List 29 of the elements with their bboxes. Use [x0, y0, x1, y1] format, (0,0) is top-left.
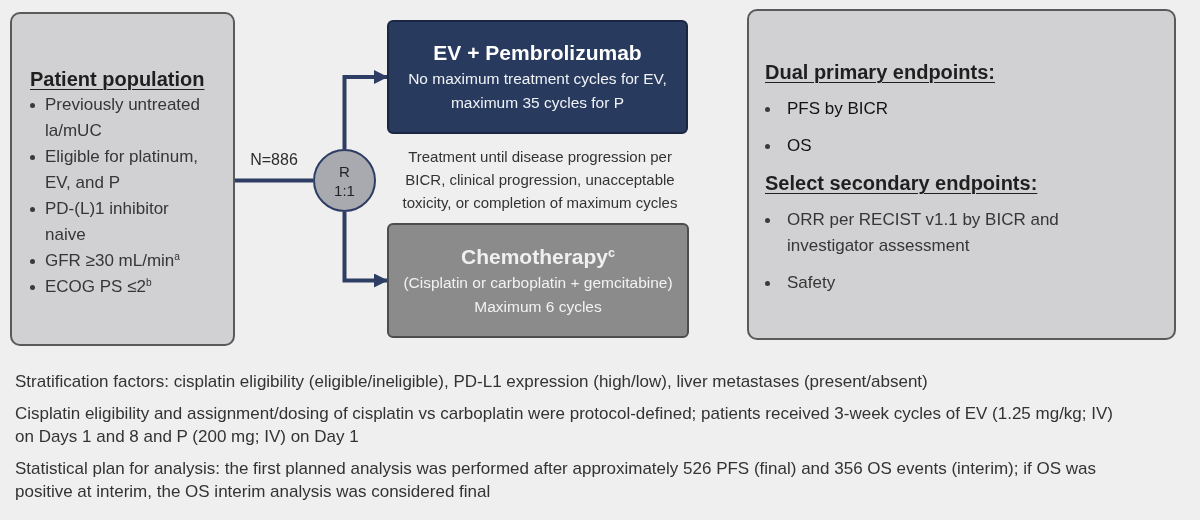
note-text: Statistical plan for analysis: the first planned analysis was performed after approximately 526 PFS (final) and 356 OS events (interim); if OS was positive at interim, the OS interim analysis was considered final	[15, 458, 1097, 503]
annotation-text: Treatment until disease progression per BICR, clinical progression, unacceptable toxicity, or completion of maximum cycles	[401, 147, 679, 213]
criteria-panel	[10, 12, 235, 346]
treatment-arm-box	[387, 20, 688, 134]
bullet-text: PD-(L)1 inhibitor naive	[45, 198, 170, 246]
note-text: Stratification factors: cisplatin eligibility (eligible/ineligible), PD-L1 expression (high/low), liver metastases (present/absent)	[15, 371, 929, 393]
section-heading: Patient population	[30, 67, 205, 92]
arm-title: EV + Pembrolizumab	[433, 40, 642, 66]
bullet-text: PFS by BICR	[787, 98, 889, 120]
bullet-text: ECOG PS ≤2$^{b}$	[45, 276, 152, 298]
connector-line	[235, 178, 313, 183]
arrow	[342, 70, 388, 149]
bullet-text: OS	[787, 135, 812, 157]
bullet-text: Eligible for platinum, EV, and P	[45, 146, 200, 194]
treatment-arm-box	[387, 223, 689, 338]
arm-detail: (Cisplatin or carboplatin + gemcitabine)	[403, 272, 673, 293]
section-heading: Dual primary endpoints:	[765, 60, 996, 85]
arm-detail: No maximum treatment cycles for EV, maximum 35 cycles for P	[407, 69, 668, 113]
section-heading: Select secondary endpoints:	[765, 171, 1038, 196]
arrow	[342, 212, 388, 288]
bullet-text: Previously untreated la/mUC	[45, 94, 201, 142]
bullet-text: GFR ≥30 mL/min$^{a}$	[45, 250, 180, 272]
note-text: Cisplatin eligibility and assignment/dosing of cisplatin vs carboplatin were protocol-defined; patients received 3-week cycles of EV (1.25 mg/kg; IV) on Days 1 and 8 and P (200 mg; IV) on Day 1	[15, 403, 1114, 448]
arm-detail: Maximum 6 cycles	[474, 296, 602, 317]
bullet-text: Safety	[787, 272, 836, 294]
randomization-label: R 1:1	[333, 161, 356, 200]
bullet-text: ORR per RECIST v1.1 by BICR and investigator assessment	[787, 209, 1060, 257]
arm-title: Chemotherapy$^{c}$	[460, 243, 615, 270]
endpoints-panel	[747, 9, 1176, 340]
